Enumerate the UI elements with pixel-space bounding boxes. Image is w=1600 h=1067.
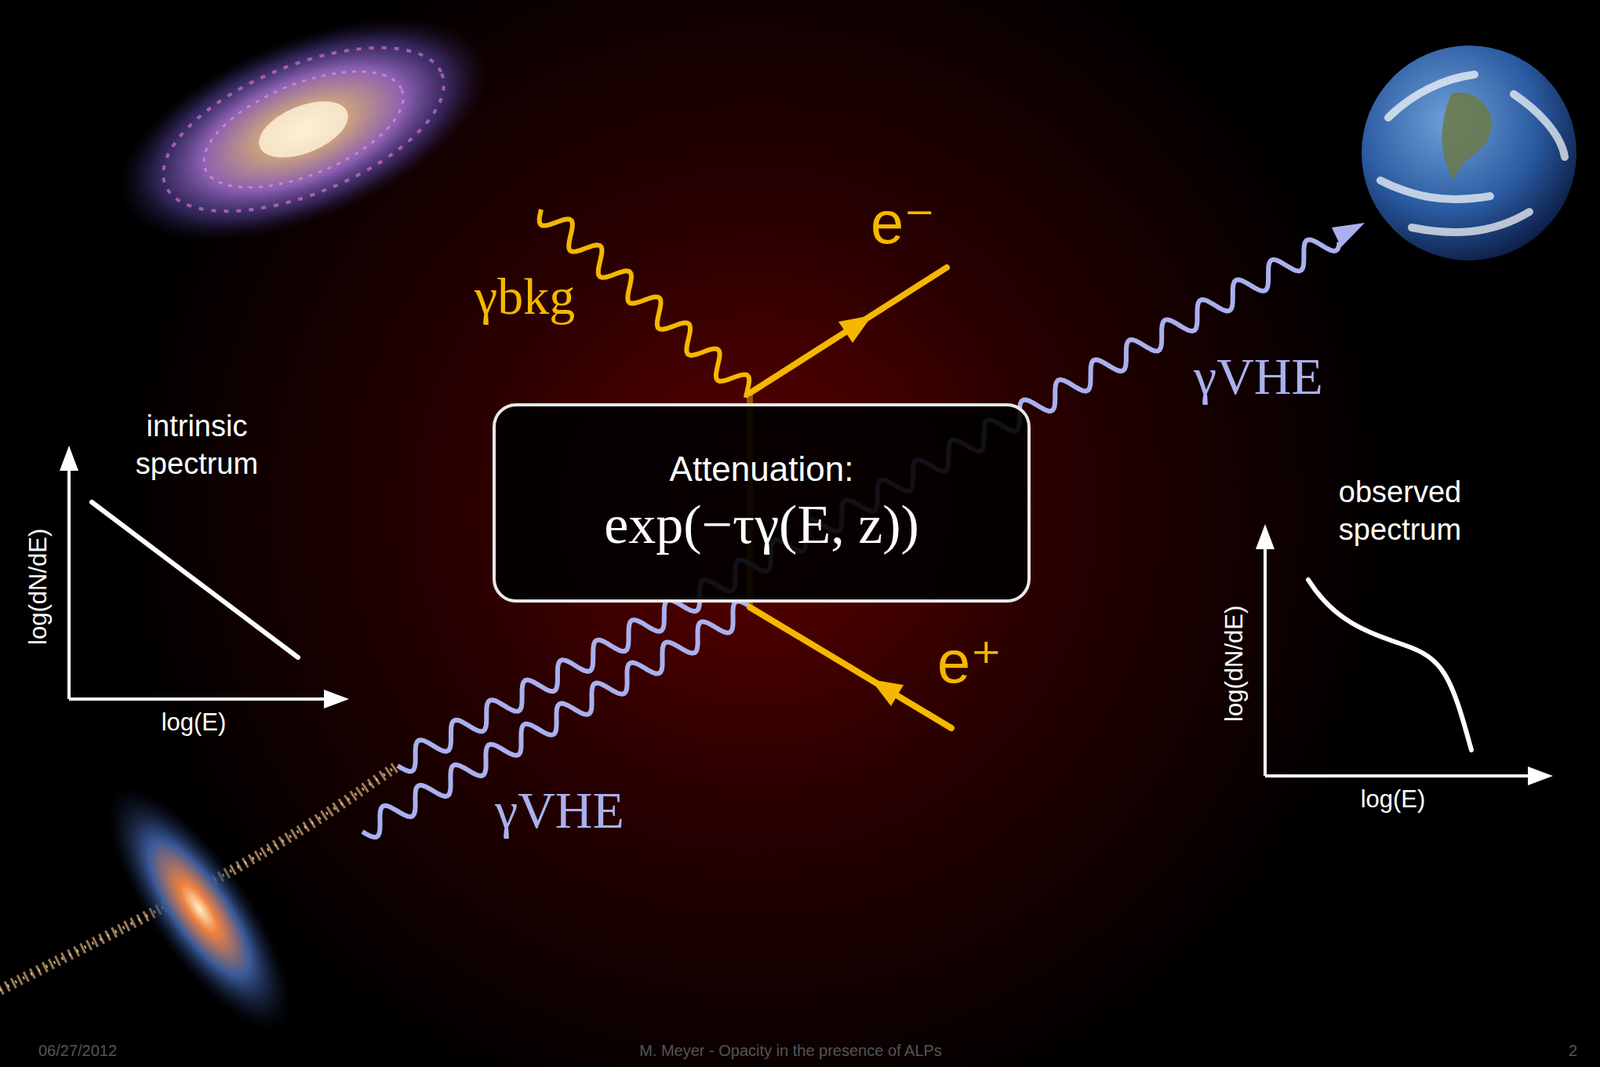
plot-title: observed spectrum [1305,473,1495,549]
electron-label: e⁻ [870,188,935,257]
axis-arrow [323,689,350,709]
spiral-galaxy [87,0,520,287]
axis-label: log(dN/dE) [1220,605,1249,722]
footer-date: 06/27/2012 [38,1041,117,1060]
page-number: 2 [1568,1041,1578,1060]
axis-arrow [1255,523,1275,550]
box-heading: Attenuation: [669,449,855,489]
axis-arrow [59,445,79,471]
active-galaxy-jet [0,761,398,1055]
photon-label: γbkg [474,266,575,327]
photon-label: γVHE [494,780,625,840]
earth [1361,45,1577,261]
positron-label: e⁺ [937,627,1002,696]
intrinsic-spectrum-plot [69,464,330,699]
observed-spectrum-plot [1265,542,1534,776]
attenuation-box: Attenuation:exp(−τγ(E, z)) [492,403,1031,603]
axis-label: log(E) [1360,785,1426,814]
feynman-diagram [362,209,1365,837]
axis-arrow [1527,766,1553,786]
plot-title: intrinsic spectrum [102,407,291,483]
axis-label: log(E) [161,708,227,737]
footer-title: M. Meyer - Opacity in the presence of AL… [639,1041,942,1060]
axis-label: log(dN/dE) [24,528,53,645]
formula: exp(−τγ(E, z)) [603,493,920,557]
photon-label: γVHE [1193,346,1324,407]
